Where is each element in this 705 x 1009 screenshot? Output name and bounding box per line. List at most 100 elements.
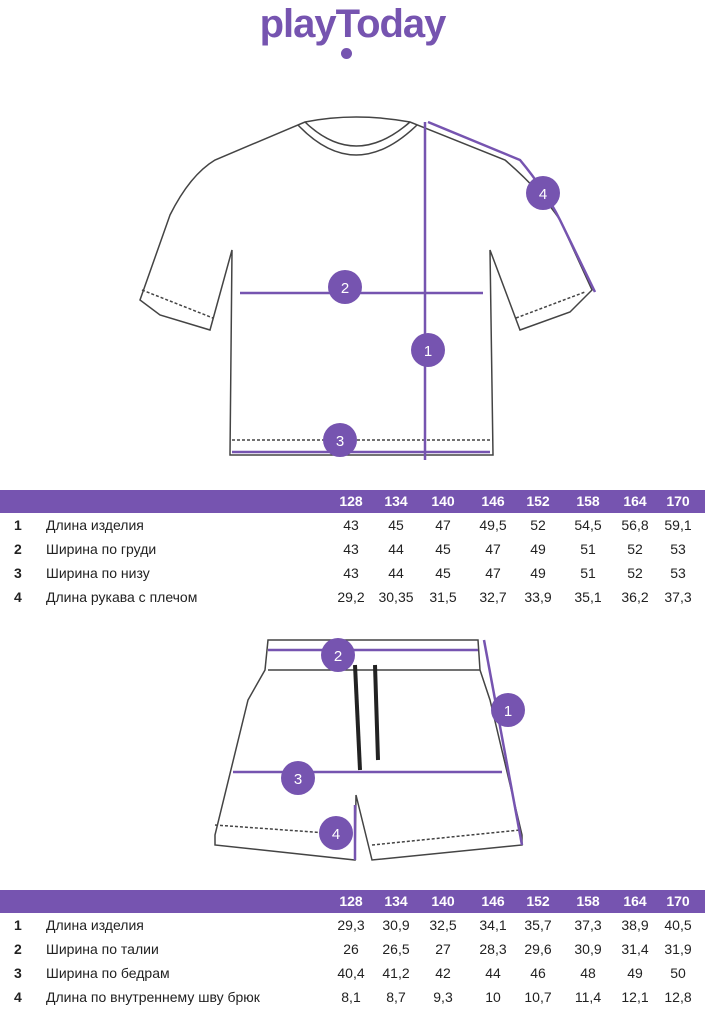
shorts-drawing: 1 2 3 4 <box>214 638 525 861</box>
cell-value: 47 <box>485 541 501 557</box>
cell-value: 12,1 <box>621 989 649 1005</box>
row-number: 1 <box>14 917 22 933</box>
svg-text:1: 1 <box>424 343 432 360</box>
cell-value: 49 <box>530 541 546 557</box>
cell-value: 43 <box>343 541 359 557</box>
cell-value: 50 <box>670 965 686 981</box>
row-label: Длина по внутреннему шву брюк <box>46 989 260 1005</box>
logo-dot <box>341 48 352 59</box>
row-number: 4 <box>14 989 22 1005</box>
table-row: 4 Длина по внутреннему шву брюк 8,1 8,7 9,3 1… <box>0 985 705 1009</box>
tshirt-outline <box>139 116 593 456</box>
row-label: Длина изделия <box>46 917 144 933</box>
cell-value: 31,4 <box>621 941 649 957</box>
cell-value: 8,1 <box>341 989 361 1005</box>
marker-2 <box>328 270 362 304</box>
cell-value: 8,7 <box>386 989 406 1005</box>
svg-text:2: 2 <box>334 648 342 665</box>
table-header: 128 134 140 146 152 158 164 170 <box>0 490 705 513</box>
cell-value: 53 <box>670 541 686 557</box>
cell-value: 53 <box>670 565 686 581</box>
marker-1 <box>491 693 525 727</box>
cell-value: 51 <box>580 565 596 581</box>
row-label: Ширина по талии <box>46 941 159 957</box>
cell-value: 31,9 <box>664 941 692 957</box>
cell-value: 32,7 <box>479 589 507 605</box>
cell-value: 10,7 <box>524 989 552 1005</box>
svg-text:2: 2 <box>341 280 349 297</box>
cell-value: 26 <box>343 941 359 957</box>
marker-3 <box>281 761 315 795</box>
cell-value: 45 <box>435 541 451 557</box>
marker-4 <box>526 176 560 210</box>
cell-value: 44 <box>388 565 404 581</box>
cell-value: 29,6 <box>524 941 552 957</box>
svg-text:3: 3 <box>336 433 344 450</box>
tshirt-drawing: 1 2 3 4 <box>139 116 597 460</box>
cell-value: 31,5 <box>429 589 457 605</box>
cell-value: 49 <box>627 965 643 981</box>
cell-value: 10 <box>485 989 501 1005</box>
row-label: Ширина по бедрам <box>46 965 170 981</box>
row-number: 2 <box>14 941 22 957</box>
cell-value: 44 <box>485 965 501 981</box>
cell-value: 37,3 <box>574 917 602 933</box>
table-row: 2 Ширина по груди 43 44 45 47 49 51 52 53 <box>0 537 705 561</box>
marker-4 <box>319 816 353 850</box>
cell-value: 47 <box>435 517 451 533</box>
shorts-size-table: 128 134 140 146 152 158 164 170 1 Длина и… <box>0 890 705 1009</box>
cell-value: 33,9 <box>524 589 552 605</box>
cell-value: 48 <box>580 965 596 981</box>
cell-value: 47 <box>485 565 501 581</box>
row-number: 1 <box>14 517 22 533</box>
svg-text:4: 4 <box>539 186 547 203</box>
cell-value: 41,2 <box>382 965 410 981</box>
cell-value: 30,35 <box>378 589 414 605</box>
cell-value: 35,7 <box>524 917 552 933</box>
table-header: 128 134 140 146 152 158 164 170 <box>0 890 705 913</box>
cell-value: 28,3 <box>479 941 507 957</box>
cell-value: 36,2 <box>621 589 649 605</box>
cell-value: 40,4 <box>337 965 365 981</box>
cell-value: 45 <box>388 517 404 533</box>
cell-value: 35,1 <box>574 589 602 605</box>
table-row: 4 Длина рукава с плечом 29,2 30,35 31,5 32,7 3… <box>0 585 705 609</box>
cell-value: 30,9 <box>382 917 410 933</box>
cell-value: 42 <box>435 965 451 981</box>
cell-value: 32,5 <box>429 917 457 933</box>
row-label: Длина рукава с плечом <box>46 589 198 605</box>
cell-value: 27 <box>435 941 451 957</box>
cell-value: 52 <box>627 565 643 581</box>
row-number: 3 <box>14 565 22 581</box>
cell-value: 37,3 <box>664 589 692 605</box>
row-number: 4 <box>14 589 22 605</box>
shorts-outline <box>214 639 523 861</box>
cell-value: 34,1 <box>479 917 507 933</box>
cell-value: 26,5 <box>382 941 410 957</box>
cell-value: 43 <box>343 517 359 533</box>
cell-value: 52 <box>627 541 643 557</box>
brand-logo: playToday <box>259 2 447 46</box>
cell-value: 44 <box>388 541 404 557</box>
svg-text:3: 3 <box>294 771 302 788</box>
cell-value: 43 <box>343 565 359 581</box>
cell-value: 11,4 <box>574 989 602 1005</box>
row-label: Ширина по груди <box>46 541 157 557</box>
marker-2 <box>321 638 355 672</box>
cell-value: 49 <box>530 565 546 581</box>
row-number: 2 <box>14 541 22 557</box>
svg-text:4: 4 <box>332 826 340 843</box>
cell-value: 9,3 <box>433 989 453 1005</box>
marker-3 <box>323 423 357 457</box>
cell-value: 52 <box>530 517 546 533</box>
cell-value: 45 <box>435 565 451 581</box>
cell-value: 46 <box>530 965 546 981</box>
cell-value: 51 <box>580 541 596 557</box>
cell-value: 29,2 <box>337 589 365 605</box>
